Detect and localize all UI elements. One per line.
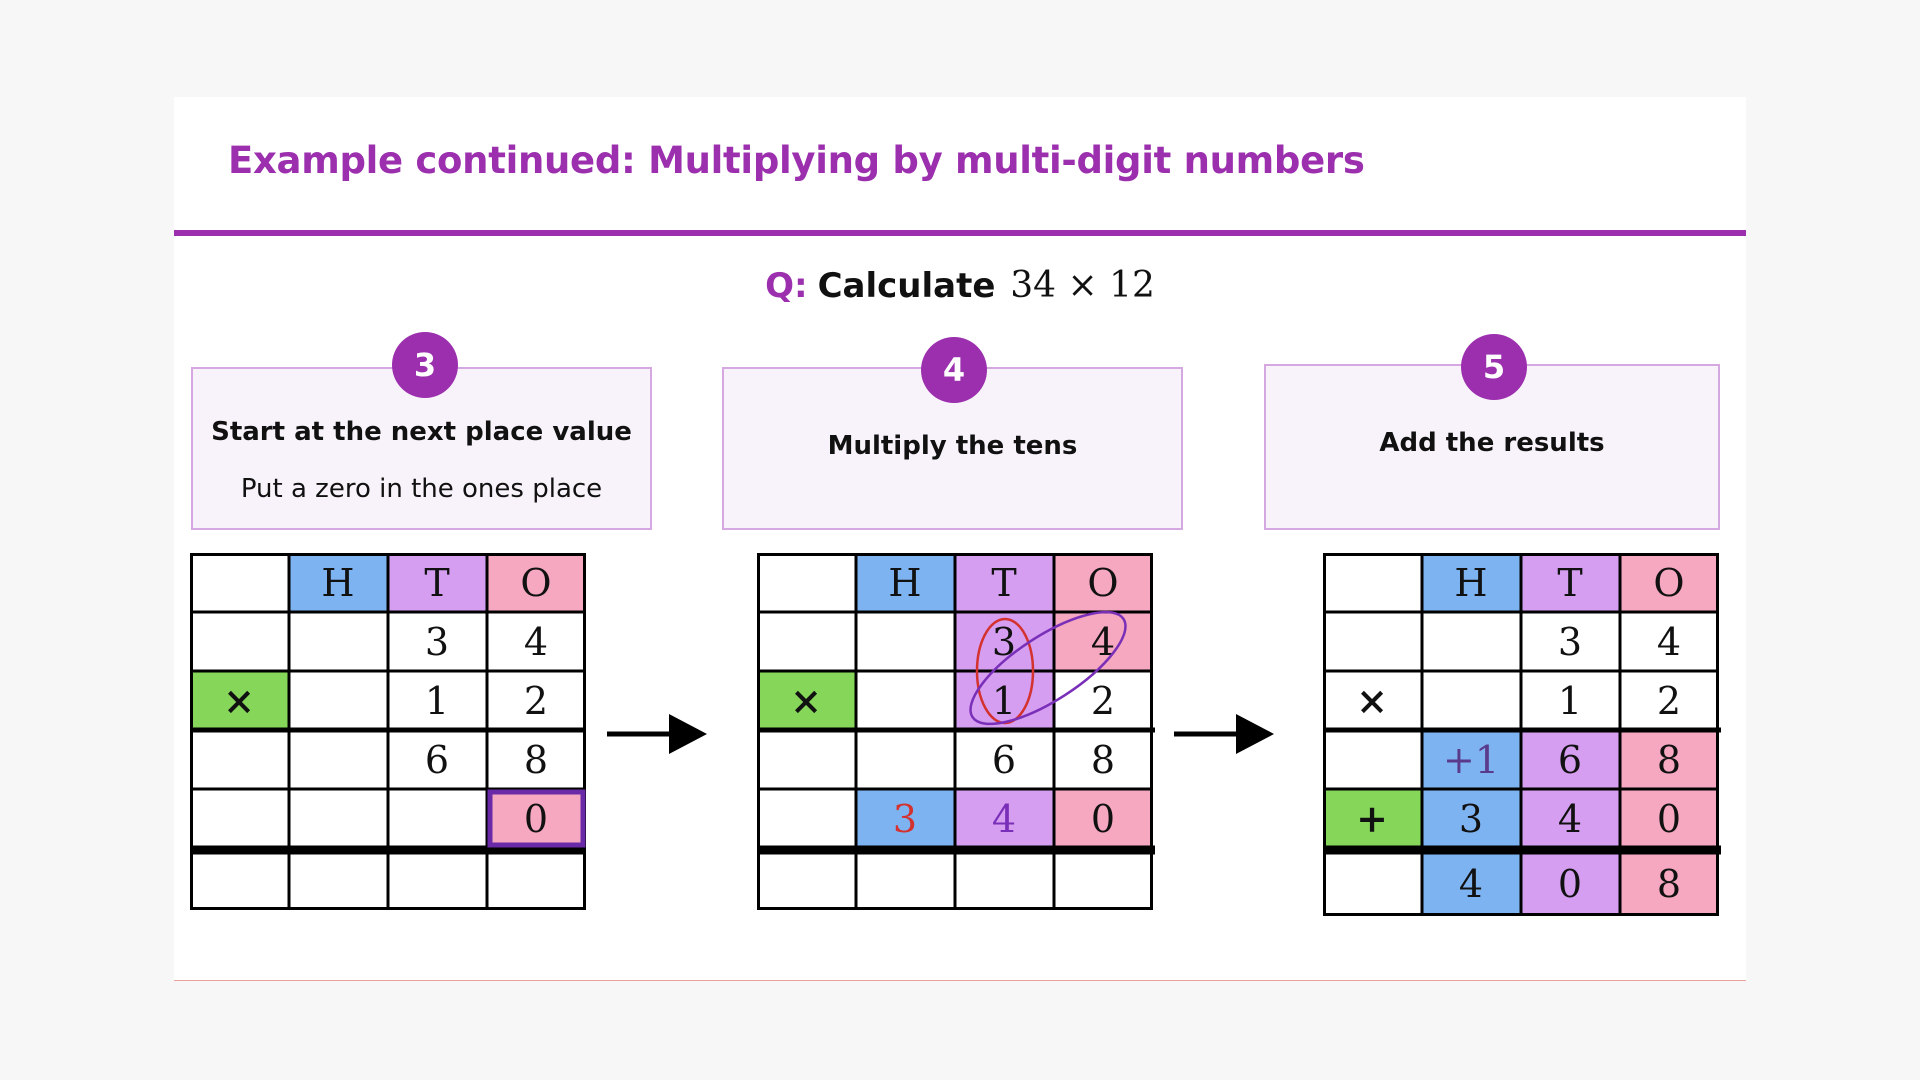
digit-cell: 4	[1657, 620, 1681, 664]
answer-digit: 0	[1558, 862, 1582, 906]
digit-cell: 2	[1657, 679, 1681, 723]
header-hundreds: H	[888, 561, 921, 605]
digit-cell: 6	[1558, 738, 1582, 782]
digit-cell: 8	[1091, 738, 1115, 782]
arrow-right-icon	[1174, 712, 1274, 760]
digit-cell: 4	[524, 620, 548, 664]
title-divider	[174, 230, 1746, 236]
header-tens: T	[1557, 561, 1582, 605]
placeholder-zero: 0	[524, 797, 548, 841]
question-expression: 34 × 12	[1010, 265, 1155, 306]
header-tens: T	[424, 561, 449, 605]
digit-cell: 3	[992, 620, 1016, 664]
plus-sign: +	[1356, 796, 1388, 841]
digit-cell: 3	[893, 797, 917, 841]
digit-cell: 1	[425, 679, 449, 723]
header-ones: O	[520, 561, 551, 605]
digit-cell: 1	[1558, 679, 1582, 723]
place-value-grid-step-4: H T O 3 4 × 1 2 6 8 3 4 0	[757, 553, 1157, 917]
digit-cell: 0	[1091, 797, 1115, 841]
slide-title: Example continued: Multiplying by multi-…	[228, 139, 1365, 182]
digit-cell: 3	[1459, 797, 1483, 841]
place-value-grid-step-3: H T O 3 4 × 1 2 6 8 0	[190, 553, 588, 917]
arrow-right-icon	[607, 712, 707, 760]
step-5-title: Add the results	[1379, 428, 1605, 458]
multiply-sign: ×	[223, 678, 255, 723]
header-tens: T	[991, 561, 1016, 605]
digit-cell: 4	[1091, 620, 1115, 664]
digit-cell: 1	[992, 679, 1016, 723]
step-5-badge: 5	[1461, 334, 1527, 400]
multiply-sign: ×	[790, 678, 822, 723]
answer-digit: 4	[1459, 862, 1483, 906]
step-4-title: Multiply the tens	[827, 431, 1078, 461]
digit-cell: 8	[524, 738, 548, 782]
digit-cell: 0	[1657, 797, 1681, 841]
digit-cell: 2	[1091, 679, 1115, 723]
step-3-title: Start at the next place value	[211, 417, 632, 447]
question-label: Q:	[765, 266, 808, 306]
header-hundreds: H	[321, 561, 354, 605]
header-ones: O	[1653, 561, 1684, 605]
multiply-sign: ×	[1356, 678, 1388, 723]
digit-cell: 3	[1558, 620, 1582, 664]
digit-cell: 6	[992, 738, 1016, 782]
digit-cell: 6	[425, 738, 449, 782]
step-4-badge: 4	[921, 337, 987, 403]
step-3-subtitle: Put a zero in the ones place	[240, 474, 603, 504]
answer-digit: 8	[1657, 862, 1681, 906]
question-text: Calculate	[817, 266, 996, 306]
digit-cell: 3	[425, 620, 449, 664]
step-3-badge: 3	[392, 332, 458, 398]
header-ones: O	[1087, 561, 1118, 605]
digit-cell: 4	[992, 797, 1016, 841]
digit-cell: 2	[524, 679, 548, 723]
digit-cell: 4	[1558, 797, 1582, 841]
carry-digit: +1	[1443, 738, 1499, 782]
digit-cell: 8	[1657, 738, 1681, 782]
place-value-grid-step-5: H T O 3 4 × 1 2 +1 6 8 + 3 4 0 4 0 8	[1323, 553, 1723, 923]
slide: Example continued: Multiplying by multi-…	[174, 97, 1746, 981]
question: Q:Calculate 34 × 12	[174, 265, 1746, 306]
highlight-oval-diagonal	[969, 610, 1127, 726]
header-hundreds: H	[1454, 561, 1487, 605]
